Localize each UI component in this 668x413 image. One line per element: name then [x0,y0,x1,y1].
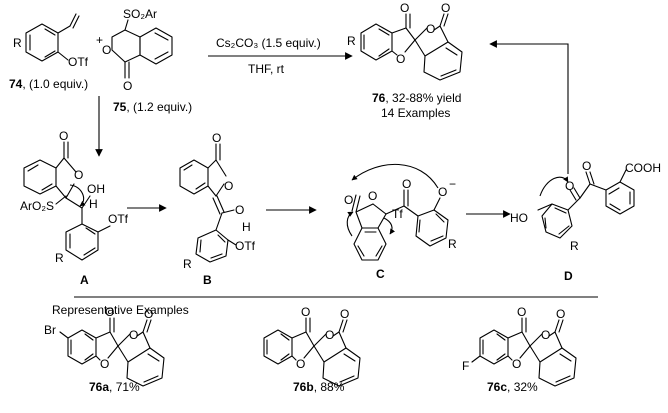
product-o1: O [400,1,409,15]
carbonyl-oxygen-label: O [123,79,132,93]
example-76a-label: 76a [89,380,109,394]
a-r: R [55,251,64,265]
sm1-number: 74 [9,77,23,91]
76b-o4: O [325,328,334,342]
sm2-equiv: , (1.2 equiv.) [126,100,192,114]
a-h: H [89,197,98,211]
product-number: 76 [372,91,386,105]
structure-c: O O O O − Tf R [344,163,457,261]
ring-oxygen-label: O [102,43,111,57]
76a-br: Br [44,323,56,337]
example-76b-label: 76b [293,380,314,394]
76a-o2: O [144,307,153,321]
d-ho: HO [510,211,528,225]
condition-solvent: THF, rt [248,62,285,76]
example-76b-caption: 76b, 88% [293,380,345,394]
sm1-equiv: , (1.0 equiv.) [22,77,88,91]
b-h: H [242,220,251,234]
76c-o2: O [556,307,565,321]
a-oh: OH [87,182,105,196]
example-76a-yield: , 71% [109,380,140,394]
plus-sign: + [96,33,103,47]
product-examples: 14 Examples [381,106,450,120]
label-d: D [564,269,573,283]
76c-o4: O [541,328,550,342]
b-ring-o: O [224,179,233,193]
c-minus: − [449,177,456,191]
structure-d: HO O O COOH R [510,159,661,253]
example-76c-label: 76c [487,380,507,394]
a-aro2s: ArO₂S [20,199,54,213]
otf-label: OTf [68,55,89,69]
a-carbonyl-o: O [59,129,68,143]
product-caption: 76, 32-88% yield [372,91,461,105]
c-tf: Tf [392,207,403,221]
76c-o1: O [517,305,526,319]
product-o4: O [426,22,435,36]
structure-76a: Br O O O O [44,305,165,387]
c-o1: O [344,193,353,207]
example-76a-caption: 76a, 71% [89,380,140,394]
r-group-label: R [13,36,22,50]
sm2-caption: 75, (1.2 equiv.) [113,100,192,114]
structure-b: O O O H OTf R [179,131,256,271]
d-o1: O [565,179,574,193]
76b-o2: O [340,307,349,321]
b-o: O [235,203,244,217]
sm1-caption: 74, (1.0 equiv.) [9,77,88,91]
structure-76: R O O O O [347,1,463,81]
label-a: A [80,273,89,287]
a-ring-o: O [74,168,83,182]
c-r: R [448,237,457,251]
b-otf: OTf [235,239,256,253]
label-c: C [376,267,385,281]
example-76b-yield: , 88% [314,380,345,394]
product-o3: O [396,52,405,66]
76b-o3: O [296,357,305,371]
structure-75: SO₂Ar O O [102,7,173,93]
so2ar-label: SO₂Ar [123,7,157,21]
product-r-label: R [347,34,356,48]
structure-76b: O O O O [263,305,361,387]
examples-heading: Representative Examples [52,303,189,317]
76a-o4: O [129,328,138,342]
condition-base: Cs₂CO₃ (1.5 equiv.) [216,36,321,50]
76a-o1: O [105,305,114,319]
76b-o1: O [301,305,310,319]
example-76c-yield: , 32% [507,380,538,394]
b-carbonyl-o: O [212,131,221,145]
structure-74: R OTf [13,13,89,69]
76a-o3: O [100,357,109,371]
structure-76c: F O O O O [462,305,577,387]
c-o3: O [402,177,411,191]
example-76c-caption: 76c, 32% [487,380,538,394]
product-o2: O [441,1,450,15]
product-yield: , 32-88% yield [385,91,461,105]
a-otf: OTf [108,212,129,226]
76c-o3: O [512,357,521,371]
arrow-d-to-product [489,40,569,174]
structure-a: O O OH H ArO₂S OTf R [20,129,129,265]
b-r: R [183,257,192,271]
c-o4: O [438,185,447,199]
d-o2: O [582,159,591,173]
sm2-number: 75 [113,100,127,114]
c-o2: O [368,189,377,203]
label-b: B [203,273,212,287]
76c-f: F [462,359,469,373]
d-cooh: COOH [625,161,661,175]
d-r: R [570,239,579,253]
